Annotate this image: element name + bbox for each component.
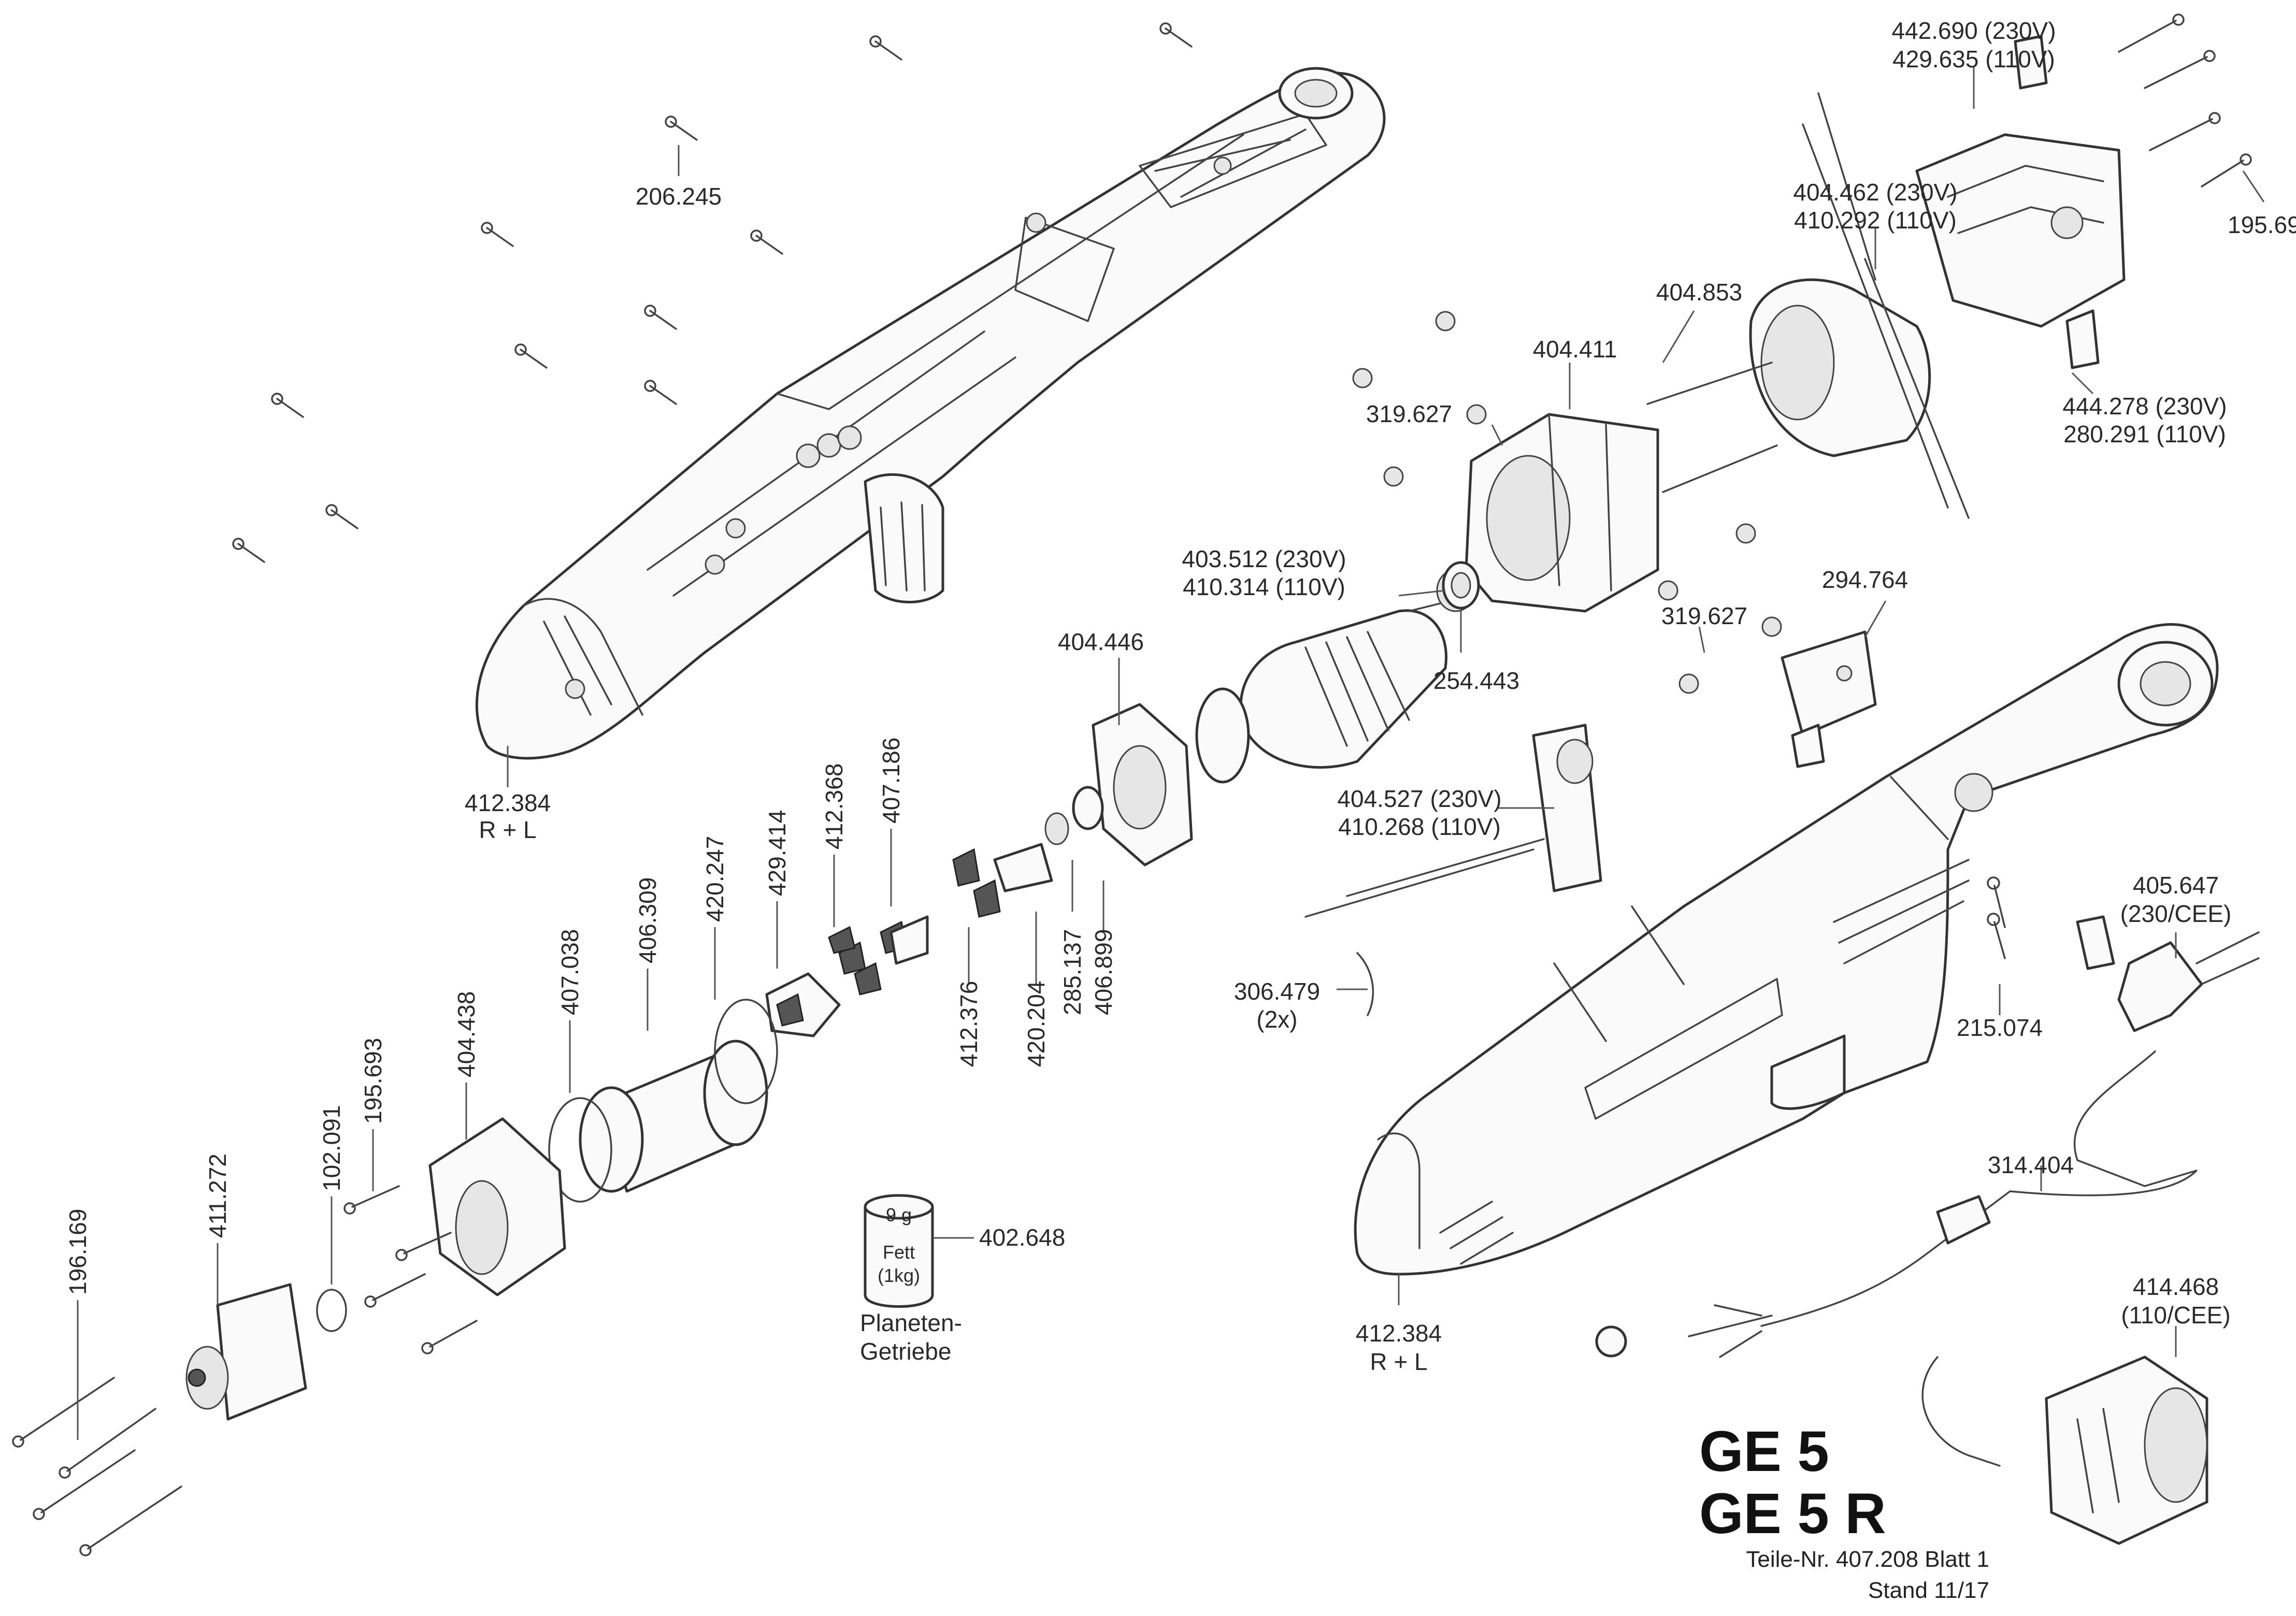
screws-206245 <box>232 22 1193 563</box>
switch-part <box>1781 630 1877 768</box>
spindle-411272 <box>185 1283 307 1421</box>
housing-half-left <box>475 67 1386 760</box>
cable-sleeve-314404 <box>1936 1195 1991 1245</box>
leader-lines <box>77 67 2265 1440</box>
label-306479: 306.479 <box>1234 978 1320 1005</box>
o-ring-420247 <box>714 999 778 1104</box>
title-block: GE 5 GE 5 R Teile-Nr. 407.208 Blatt 1 St… <box>1699 1420 1989 1603</box>
label-407186: 407.186 <box>878 738 905 824</box>
label-410314: 410.314 (110V) <box>1183 573 1345 600</box>
label-206245: 206.245 <box>636 183 722 210</box>
part-labels: 206.245 412.384 R + L 442.690 (230V) 429… <box>465 17 2296 1375</box>
screws-215074 <box>1987 876 2115 970</box>
label-planeten-2: Getriebe <box>860 1338 951 1365</box>
label-442690: 442.690 (230V) <box>1891 17 2056 44</box>
label-404462: 404.462 (230V) <box>1793 179 1957 206</box>
label-planeten-1: Planeten- <box>860 1309 962 1336</box>
label-429635: 429.635 (110V) <box>1892 46 2055 73</box>
stator-field-404462 <box>1749 278 1931 457</box>
screws-195693-lower <box>343 1185 478 1354</box>
plug-405647 <box>2117 931 2260 1032</box>
label-420247: 420.247 <box>701 836 728 922</box>
long-screws-195693-top <box>2118 13 2252 187</box>
label-410268: 410.268 (110V) <box>1338 813 1501 840</box>
label-254443: 254.443 <box>1433 667 1519 694</box>
motor-housing-404411 <box>1465 413 1659 613</box>
model-title-1: GE 5 <box>1699 1420 1829 1483</box>
label-429414: 429.414 <box>764 810 791 896</box>
vertical-part-labels: 196.169 411.272 102.091 195.693 404.438 … <box>64 738 1117 1295</box>
flange-404446 <box>1092 703 1193 867</box>
electronics-board <box>1304 724 1602 918</box>
screws-196169 <box>12 1377 182 1556</box>
label-407038: 407.038 <box>556 929 583 1015</box>
label-294764: 294.764 <box>1822 566 1908 593</box>
label-406309: 406.309 <box>634 877 661 963</box>
grease-fett: Fett <box>883 1242 915 1263</box>
label-195693-lower: 195.693 <box>360 1038 386 1124</box>
part-number: Teile-Nr. 407.208 Blatt 1 <box>1746 1547 1989 1572</box>
label-414468-sub: (110/CEE) <box>2121 1302 2230 1329</box>
wire-piece-306479 <box>1356 952 1374 1016</box>
label-403512: 403.512 (230V) <box>1182 545 1346 572</box>
label-414468: 414.468 <box>2133 1273 2219 1300</box>
label-406899: 406.899 <box>1090 929 1117 1015</box>
label-412384-top: 412.384 <box>465 789 551 816</box>
label-404527: 404.527 (230V) <box>1337 785 1501 812</box>
ring-gear-406309 <box>579 1040 768 1193</box>
housing-half-right <box>1354 623 2219 1276</box>
label-412384-top-sub: R + L <box>479 816 536 843</box>
grease-amount: 9 g <box>886 1204 912 1225</box>
bearing-254443 <box>1442 561 1480 610</box>
label-102091: 102.091 <box>318 1105 345 1191</box>
label-411272: 411.272 <box>204 1153 231 1238</box>
power-cable <box>1595 1050 2198 1467</box>
screw-404853 <box>1646 362 1778 493</box>
wires-motor <box>1802 92 1970 519</box>
planetary-gears <box>765 786 1104 1037</box>
label-215074: 215.074 <box>1957 1014 2043 1041</box>
label-420204: 420.204 <box>1023 981 1050 1067</box>
label-280291: 280.291 (110V) <box>2063 421 2226 448</box>
label-412368: 412.368 <box>821 763 848 849</box>
model-title-2: GE 5 R <box>1699 1482 1886 1546</box>
clip-parts <box>2014 35 2100 369</box>
label-410292: 410.292 (110V) <box>1794 207 1957 234</box>
nuts-319627 <box>1352 311 1782 694</box>
label-404438: 404.438 <box>453 991 480 1077</box>
gearbox-404438 <box>428 1117 566 1296</box>
label-404411: 404.411 <box>1533 336 1617 363</box>
label-285137: 285.137 <box>1059 929 1086 1015</box>
label-195693-top: 195.693 <box>2228 211 2296 238</box>
grease-tin <box>864 1194 974 1308</box>
label-319627-b: 319.627 <box>1661 602 1747 629</box>
label-404853: 404.853 <box>1656 279 1742 306</box>
label-412384-bottom: 412.384 <box>1356 1320 1442 1347</box>
o-ring-407038 <box>548 1097 612 1203</box>
stand-date: Stand 11/17 <box>1868 1578 1989 1603</box>
label-402648: 402.648 <box>979 1224 1065 1251</box>
grease-kg: (1kg) <box>878 1265 920 1286</box>
gearbox-cover-442690 <box>1915 133 2126 328</box>
label-196169: 196.169 <box>64 1209 91 1295</box>
label-444278: 444.278 (230V) <box>2062 393 2227 420</box>
label-405647-sub: (230/CEE) <box>2120 900 2232 927</box>
label-306479-sub: (2x) <box>1256 1006 1297 1033</box>
label-314404: 314.404 <box>1988 1151 2074 1178</box>
label-405647: 405.647 <box>2133 872 2219 899</box>
label-319627-a: 319.627 <box>1366 400 1452 427</box>
circlip-102091 <box>316 1289 347 1332</box>
label-412376: 412.376 <box>955 981 982 1067</box>
plug-414468 <box>2045 1355 2208 1545</box>
label-404446: 404.446 <box>1058 628 1144 655</box>
label-412384-bottom-sub: R + L <box>1370 1348 1427 1375</box>
